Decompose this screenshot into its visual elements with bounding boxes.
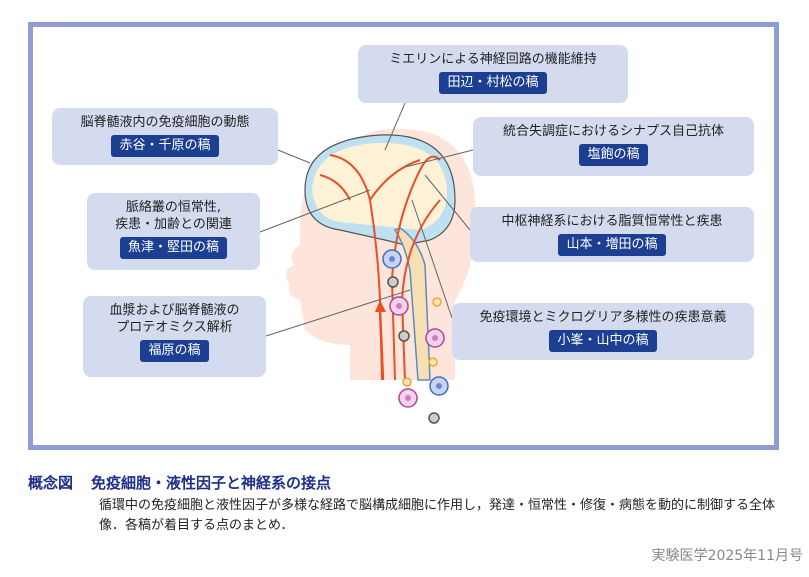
author-tag: 福原の稿 — [140, 340, 209, 362]
box-title: ミエリンによる神経回路の機能維持 — [389, 52, 597, 67]
caption-heading: 免疫細胞・液性因子と神経系の接点 — [91, 474, 332, 492]
box-proteomics: 血漿および脳脊髄液のプロテオミクス解析福原の稿 — [83, 296, 266, 377]
box-title: 脈絡叢の恒常性, — [125, 200, 222, 215]
box-title: 中枢神経系における脂質恒常性と疾患 — [501, 214, 723, 229]
box-title: 免疫環境とミクログリア多様性の疾患意義 — [479, 310, 727, 325]
leader-lines — [259, 102, 474, 337]
author-tag: 小峯・山中の稿 — [549, 330, 657, 352]
upward-arrow — [378, 309, 385, 381]
box-title-line2: プロテオミクス解析 — [116, 320, 233, 335]
author-tag: 塩飽の稿 — [579, 144, 648, 166]
author-tag: 魚津・堅田の稿 — [119, 237, 227, 259]
spinal-cord — [393, 227, 431, 381]
author-tag: 赤谷・千原の稿 — [111, 135, 219, 157]
box-title-line2: 疾患・加齢との関連 — [115, 217, 232, 232]
box-title: 統合失調症におけるシナプス自己抗体 — [502, 124, 724, 139]
caption-label: 概念図 — [28, 474, 74, 492]
box-lipid: 中枢神経系における脂質恒常性と疾患山本・増田の稿 — [470, 207, 754, 262]
immune-cells — [382, 249, 449, 424]
source-credit: 実験医学2025年11月号 — [651, 548, 803, 564]
author-tag: 田辺・村松の稿 — [439, 72, 547, 94]
box-title: 脳脊髄液内の免疫細胞の動態 — [80, 115, 250, 130]
author-tag: 山本・増田の稿 — [558, 234, 666, 256]
box-myelin: ミエリンによる神経回路の機能維持田辺・村松の稿 — [358, 45, 628, 103]
box-schizophrenia: 統合失調症におけるシナプス自己抗体塩飽の稿 — [473, 117, 754, 176]
box-title: 血漿および脳脊髄液の — [109, 303, 240, 318]
caption-body: 循環中の免疫細胞と液性因子が多様な経路で脳構成細胞に作用し，発達・恒常性・修復・… — [99, 498, 776, 533]
caption-title: 概念図免疫細胞・液性因子と神経系の接点 — [28, 472, 349, 493]
box-choroid-plexus: 脈絡叢の恒常性, 疾患・加齢との関連魚津・堅田の稿 — [87, 193, 260, 270]
box-csf-immune: 脳脊髄液内の免疫細胞の動態赤谷・千原の稿 — [52, 108, 278, 165]
box-microglia: 免疫環境とミクログリア多様性の疾患意義小峯・山中の稿 — [452, 303, 754, 360]
